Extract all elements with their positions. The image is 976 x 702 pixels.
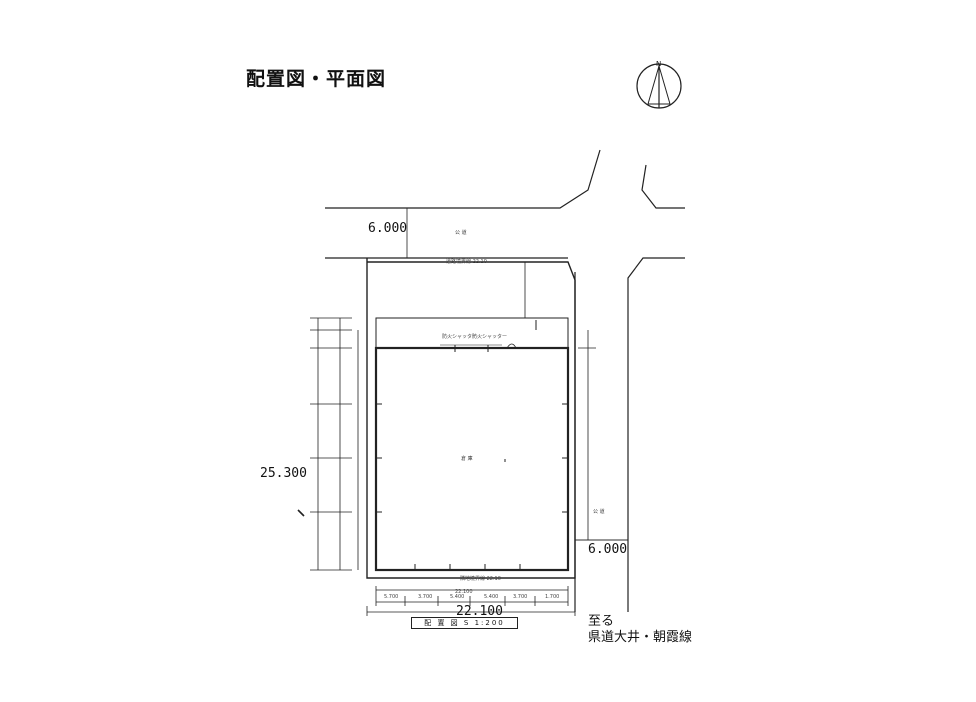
svg-text:5.400: 5.400 xyxy=(484,594,498,600)
svg-text:防火シャッター: 防火シャッター xyxy=(442,333,477,340)
destination-line2: 県道大井・朝霞線 xyxy=(588,630,693,645)
svg-text:22.100: 22.100 xyxy=(455,589,473,595)
north-arrow xyxy=(647,64,671,105)
svg-text:5.700: 5.700 xyxy=(384,594,398,600)
scale-label: 配 置 図 S 1:200 xyxy=(411,617,518,629)
site-boundary xyxy=(366,258,576,579)
svg-text:道路境界線 22.10: 道路境界線 22.10 xyxy=(446,258,487,265)
svg-text:防火シャッター: 防火シャッター xyxy=(472,333,507,340)
site-depth-label: 25.300 xyxy=(260,466,307,481)
building-outline xyxy=(375,317,569,571)
road-north-label: 公 道 xyxy=(455,230,467,236)
site-width-label: 22.100 xyxy=(456,604,503,619)
svg-text:5.400: 5.400 xyxy=(450,594,464,600)
road-east-edge-right xyxy=(627,257,685,612)
road-east-label: 公 道 xyxy=(593,509,605,515)
road-north-width-label: 6.000 xyxy=(368,221,408,236)
compass-label: N xyxy=(656,60,662,68)
svg-text:3.700: 3.700 xyxy=(513,594,527,600)
page-title: 配置図・平面図 xyxy=(246,68,387,90)
svg-text:1.700: 1.700 xyxy=(545,594,559,600)
road-north-edge-top-right xyxy=(641,164,685,209)
road-east-width-label: 6.000 xyxy=(588,542,628,557)
destination-note: 至る 県道大井・朝霞線 xyxy=(588,614,692,646)
road-north-edge-top xyxy=(325,149,601,209)
svg-text:隣地境界線 22.10: 隣地境界線 22.10 xyxy=(460,575,501,582)
svg-text:3.700: 3.700 xyxy=(418,594,432,600)
warehouse-outline xyxy=(374,346,570,572)
destination-line1: 至る xyxy=(588,614,615,629)
building-label: 倉 庫 xyxy=(461,456,473,462)
